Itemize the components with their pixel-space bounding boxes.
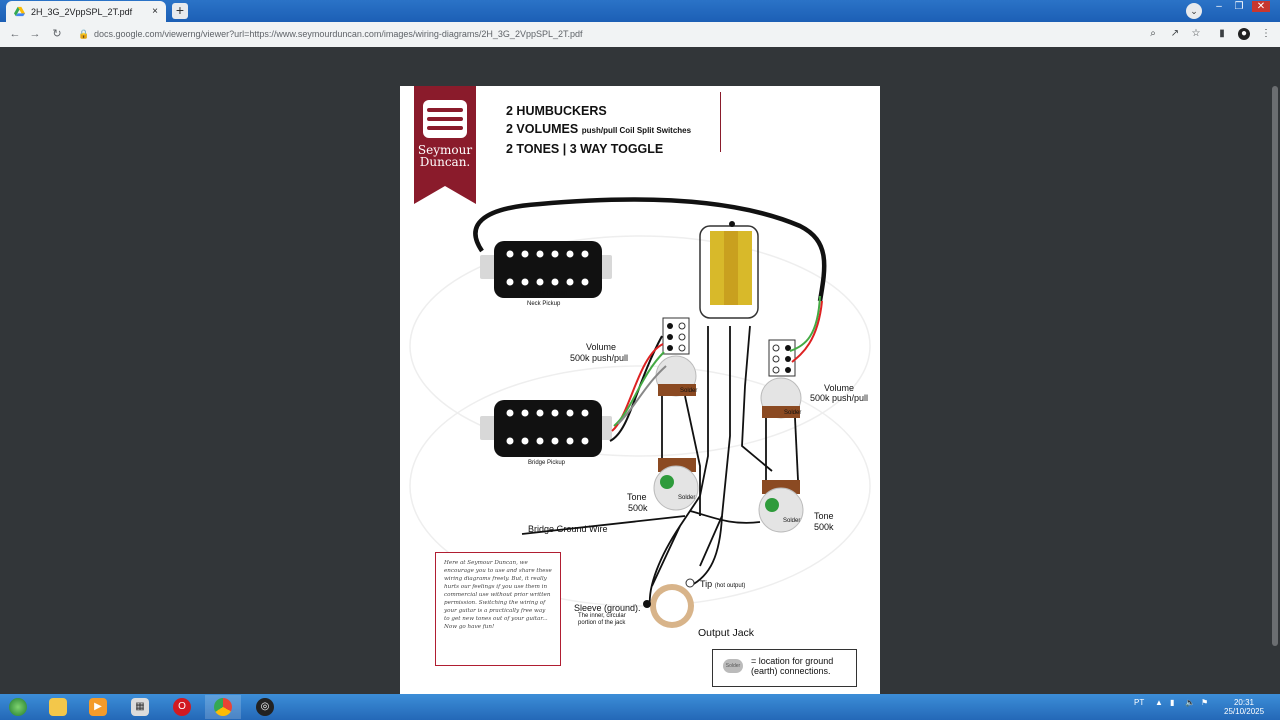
heading-line1: 2 HUMBUCKERS (506, 104, 607, 118)
share-icon[interactable]: ↗ (1170, 28, 1180, 39)
address-bar[interactable]: 🔒 docs.google.com/viewerng/viewer?url=htt… (78, 25, 1128, 43)
bridge-pickup (480, 400, 612, 457)
opera-icon: O (173, 698, 191, 716)
solder-marker-2: Solder (784, 410, 802, 416)
left-tone-pot (653, 458, 699, 511)
side-panel-icon[interactable]: ▮ (1219, 28, 1225, 39)
clock[interactable]: 20:31 25/10/2025 (1224, 698, 1264, 716)
right-tone-label-2: 500k (814, 522, 834, 532)
left-volume-label-1: Volume (586, 342, 617, 352)
bridge-pickup-label: Bridge Pickup (528, 460, 566, 466)
restore-icon[interactable]: ❐ (1234, 1, 1244, 12)
tab-strip: 2H_3G_2VppSPL_2T.pdf × + ⌄ – ❐ ✕ (0, 0, 1280, 22)
tip-small: (hot output) (714, 583, 746, 589)
tab-pdf[interactable]: 2H_3G_2VppSPL_2T.pdf × (6, 1, 166, 22)
right-volume-label-1: Volume (824, 383, 855, 393)
sleeve-small-1: The inner, circular (578, 613, 626, 619)
security-icon[interactable]: ⚑ (1201, 698, 1209, 707)
taskbar-chrome[interactable] (205, 695, 241, 719)
usage-note-text: Here at Seymour Duncan, we encourage you… (444, 560, 552, 630)
neck-pickup-brand: Seymour Duncan (521, 291, 568, 297)
ground-loop-wire (473, 197, 827, 302)
windows-logo-icon (9, 698, 27, 716)
tab-close-icon[interactable]: × (152, 6, 158, 17)
solder-legend: Solder = location for ground (earth) con… (712, 649, 857, 687)
seymour-duncan-logo (414, 86, 476, 204)
start-button[interactable] (0, 695, 36, 719)
sleeve-small-2: portion of the jack (578, 620, 626, 626)
heading-line2: 2 VOLUMES push/pull Coil Split Switches (506, 122, 692, 136)
legend-text: = location for ground (earth) connection… (751, 656, 834, 676)
diagram-heading: 2 HUMBUCKERS 2 VOLUMES push/pull Coil Sp… (506, 102, 691, 158)
back-icon[interactable]: ← (9, 28, 21, 40)
bridge-pickup-brand: Seymour Duncan (521, 450, 568, 456)
left-volume-label-2: 500k push/pull (570, 353, 629, 363)
tip-label: Tip (hot output) (700, 579, 746, 589)
media-player-icon: ▶ (89, 698, 107, 716)
three-way-toggle (699, 221, 759, 319)
left-tone-label-1: Tone (627, 492, 647, 502)
tab-search-icon[interactable]: ⌄ (1186, 3, 1202, 19)
reload-icon[interactable]: ↻ (52, 28, 62, 40)
tab-title: 2H_3G_2VppSPL_2T.pdf (31, 6, 133, 17)
volume-icon[interactable]: 🔈 (1185, 698, 1195, 707)
obs-icon: ◎ (256, 698, 274, 716)
minimize-icon[interactable]: – (1216, 1, 1222, 12)
taskbar-obs[interactable]: ◎ (247, 695, 283, 719)
neck-pickup-label: Neck Pickup (527, 301, 561, 307)
viewer-scrollbar[interactable] (1272, 86, 1278, 646)
right-tone-pot (758, 480, 804, 533)
pickup-wires (609, 295, 823, 442)
window-app-icon: ▦ (131, 698, 149, 716)
taskbar-explorer[interactable] (40, 695, 76, 719)
solder-marker-1: Solder (680, 388, 698, 394)
left-tone-label-2: 500k (628, 503, 648, 513)
right-volume-pot (760, 339, 802, 419)
wiring-diagram (409, 197, 871, 628)
bookmark-star-icon[interactable]: ☆ (1191, 28, 1201, 39)
left-volume-pot (655, 317, 697, 397)
output-jack (643, 578, 695, 628)
windows-taskbar: ▶ ▦ O ◎ PT ▲ ▮ 🔈 ⚑ 20:31 25/10/2025 (0, 694, 1280, 720)
guitar-outline (409, 235, 871, 607)
menu-icon[interactable]: ⋮ (1261, 28, 1271, 39)
chrome-icon (214, 698, 232, 716)
solder-dot-icon: Solder (723, 659, 743, 673)
heading-line3: 2 TONES | 3 WAY TOGGLE (506, 142, 664, 156)
folder-icon (49, 698, 67, 716)
solder-marker-3: Solder (678, 495, 696, 501)
output-jack-label: Output Jack (698, 627, 755, 639)
sleeve-label: Sleeve (ground). (574, 603, 641, 613)
taskbar-opera[interactable]: O (164, 695, 200, 719)
google-drive-icon (14, 6, 25, 17)
url-text: docs.google.com/viewerng/viewer?url=http… (94, 29, 583, 39)
solder-marker-4: Solder (783, 518, 801, 524)
zoom-icon[interactable]: ⌕ (1150, 28, 1156, 39)
close-window-icon[interactable]: ✕ (1252, 1, 1270, 12)
heading-line2-small: push/pull Coil Split Switches (581, 126, 692, 135)
usage-note: Here at Seymour Duncan, we encourage you… (435, 552, 561, 666)
lock-icon: 🔒 (78, 29, 90, 39)
network-icon[interactable]: ▮ (1170, 698, 1175, 707)
new-tab-button[interactable]: + (172, 3, 188, 19)
clock-date: 25/10/2025 (1224, 707, 1265, 716)
input-language[interactable]: PT (1134, 698, 1145, 707)
profile-avatar[interactable]: ● (1238, 28, 1250, 40)
taskbar-media[interactable]: ▶ (80, 695, 116, 719)
clock-time: 20:31 (1233, 698, 1255, 707)
tray-expand-icon[interactable]: ▲ (1155, 698, 1163, 707)
brand-name-line1: Seymour (417, 143, 473, 157)
circuit-wires (521, 325, 799, 607)
heading-divider (720, 92, 721, 152)
browser-toolbar: ← → ↻ 🔒 docs.google.com/viewerng/viewer?u… (0, 22, 1280, 48)
brand-name-line2: Duncan. (419, 155, 471, 169)
neck-pickup (480, 241, 612, 298)
pdf-page: Seymour Duncan. 2 HUMBUCKERS 2 VOLUMES p… (400, 86, 880, 694)
right-volume-label-2: 500k push/pull (810, 393, 869, 403)
right-tone-label-1: Tone (814, 511, 834, 521)
forward-icon[interactable]: → (29, 28, 41, 40)
bridge-ground-label: Bridge Ground Wire (528, 524, 608, 534)
taskbar-app[interactable]: ▦ (122, 695, 158, 719)
